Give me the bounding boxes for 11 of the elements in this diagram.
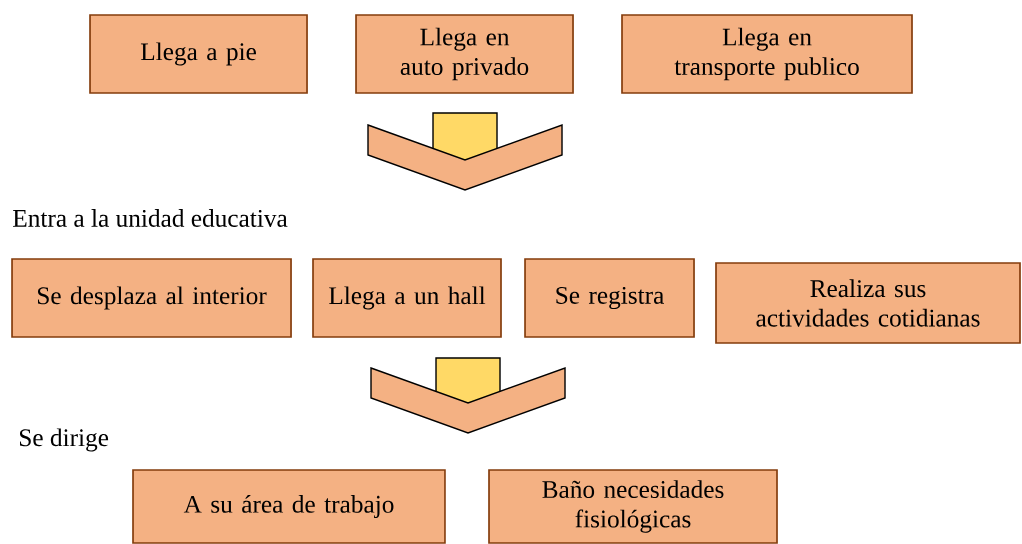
process-box: Llega a pie	[89, 14, 308, 94]
process-box: Se desplaza al interior	[11, 258, 292, 338]
step-label: Se dirige	[20, 428, 109, 452]
process-box: Llega en auto privado	[355, 14, 574, 94]
step-label: Entra a la unidad educativa	[13, 209, 288, 227]
process-box: Baño necesidades fisiológicas	[488, 469, 778, 544]
process-box: Llega en transporte publico	[621, 14, 913, 94]
process-box: Se registra	[524, 258, 695, 338]
process-box: Llega a un hall	[312, 258, 502, 338]
process-box: Realiza sus actividades cotidianas	[715, 262, 1021, 344]
process-box: A su área de trabajo	[132, 469, 446, 544]
